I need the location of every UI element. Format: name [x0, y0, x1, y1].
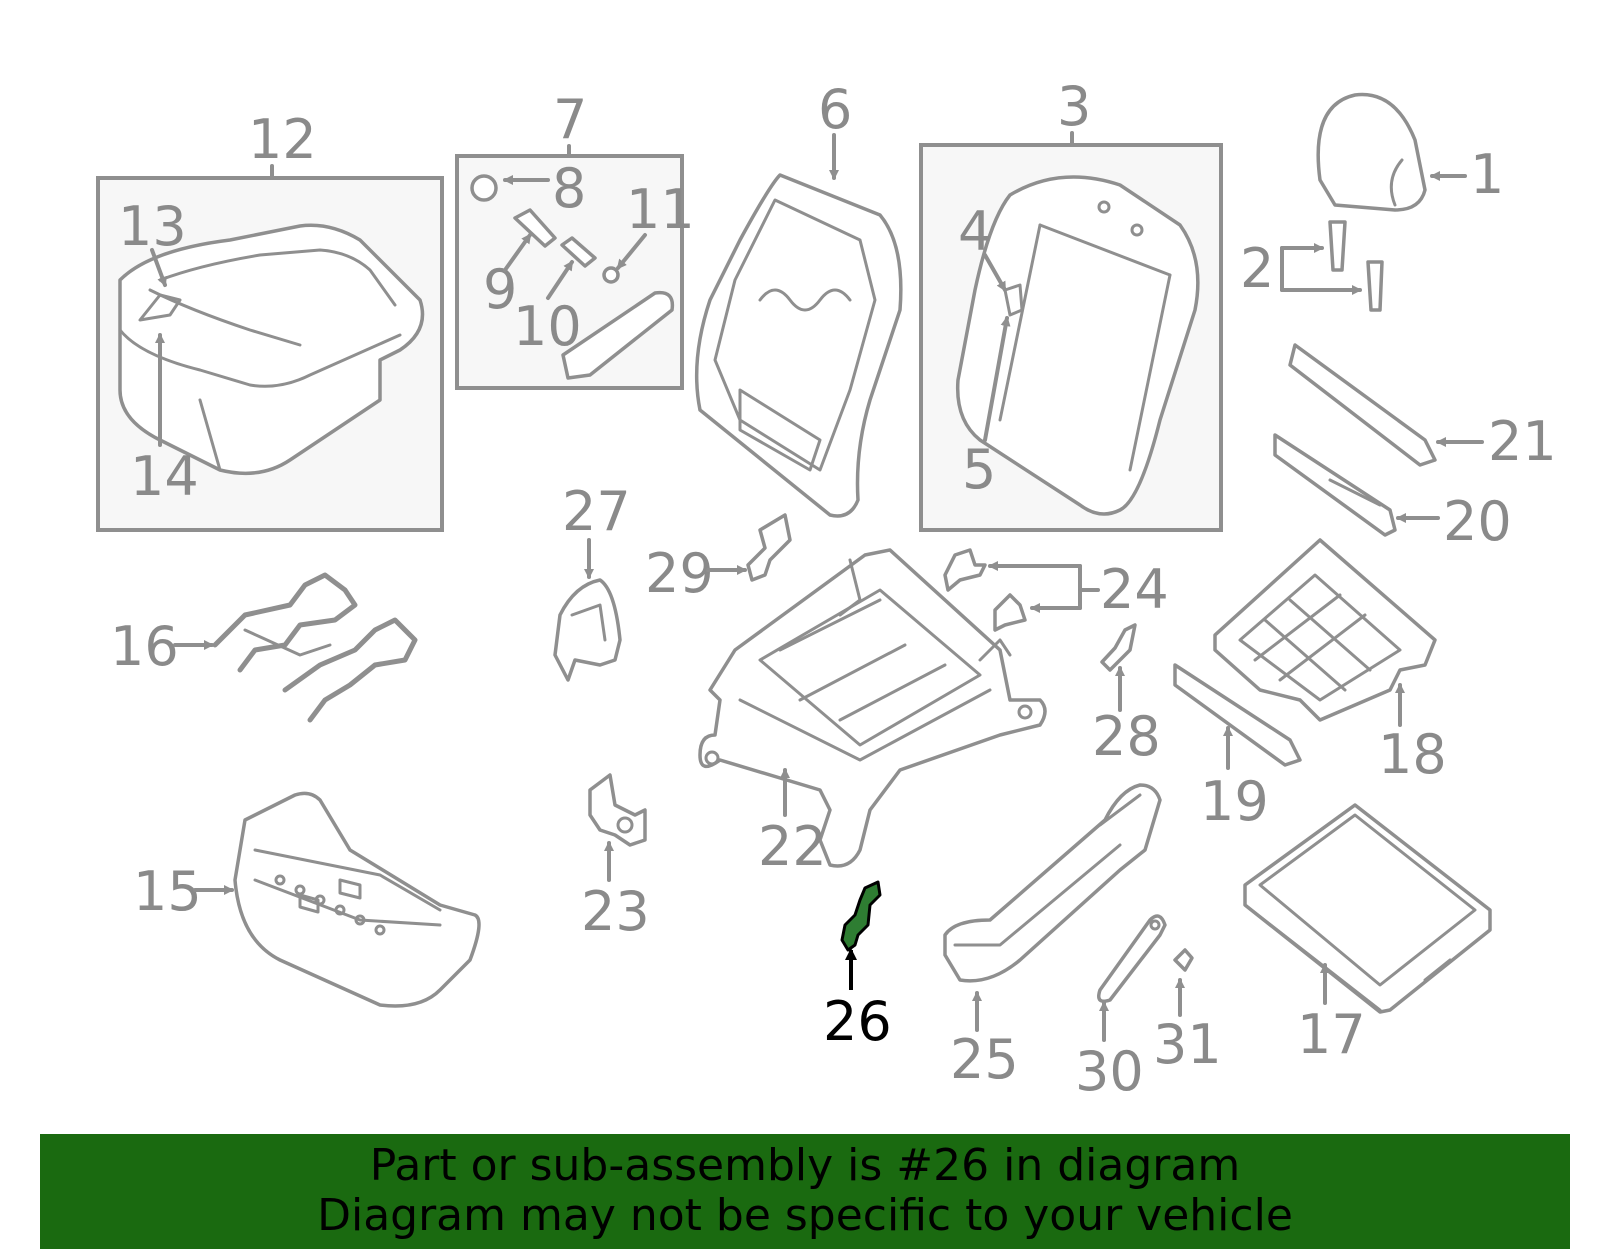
- callout-2[interactable]: 2: [1240, 237, 1274, 300]
- lever-part-30[interactable]: 30: [1075, 914, 1167, 1103]
- pin-part-10: [560, 236, 597, 268]
- seat-cushion-drawing: [118, 223, 425, 476]
- callout-30[interactable]: 30: [1075, 1040, 1144, 1103]
- callout-13[interactable]: 13: [118, 195, 187, 258]
- rail-part-20[interactable]: 20: [1273, 433, 1512, 553]
- bracket-part-29[interactable]: 29: [645, 513, 792, 605]
- bracket-part-23[interactable]: 23: [581, 773, 650, 943]
- callout-14[interactable]: 14: [130, 445, 199, 508]
- callout-12[interactable]: 12: [248, 108, 317, 171]
- spring-part-16[interactable]: 16: [110, 572, 418, 723]
- bolt-part-9: [513, 208, 557, 248]
- seat-track-part-22[interactable]: 22: [698, 548, 1047, 878]
- callout-22[interactable]: 22: [758, 815, 827, 878]
- callout-31[interactable]: 31: [1153, 1013, 1222, 1076]
- shield-part-27[interactable]: 27: [553, 480, 631, 682]
- callout-23[interactable]: 23: [581, 880, 650, 943]
- rail-part-19[interactable]: 19: [1173, 663, 1302, 833]
- callout-25[interactable]: 25: [950, 1028, 1019, 1091]
- knob-part-31[interactable]: 31: [1153, 948, 1222, 1076]
- callout-26[interactable]: 26: [823, 990, 892, 1053]
- callout-21[interactable]: 21: [1488, 410, 1557, 473]
- rail-part-21[interactable]: 21: [1288, 343, 1557, 473]
- callout-6[interactable]: 6: [818, 78, 852, 141]
- callout-15[interactable]: 15: [133, 860, 202, 923]
- callout-29[interactable]: 29: [645, 542, 714, 605]
- parts-diagram: 12 13 14 7 8 9 10 11 6: [96, 75, 1557, 1103]
- cover-part: [561, 290, 675, 380]
- cushion-assembly-box[interactable]: 12 13 14: [96, 108, 444, 532]
- callout-18[interactable]: 18: [1378, 723, 1447, 786]
- backrest-drawing: [955, 175, 1200, 516]
- callout-19[interactable]: 19: [1200, 770, 1269, 833]
- bracket-part-26-highlighted[interactable]: 26: [823, 880, 892, 1053]
- cushion-pan-part-15[interactable]: 15: [133, 791, 481, 1008]
- small-parts-box[interactable]: 7 8 9 10 11: [455, 88, 695, 390]
- side-cover-part-25[interactable]: 25: [943, 783, 1162, 1091]
- backrest-assembly-box[interactable]: 3 4 5: [919, 75, 1223, 532]
- callout-7[interactable]: 7: [553, 88, 587, 151]
- callout-28[interactable]: 28: [1092, 705, 1161, 768]
- banner-line-part-number: Part or sub-assembly is #26 in diagram: [369, 1140, 1241, 1191]
- headrest-part-1[interactable]: 1: [1316, 92, 1504, 212]
- seat-mat-part-18[interactable]: 18: [1213, 538, 1447, 786]
- headrest-guide-part-2[interactable]: 2: [1240, 220, 1384, 312]
- clip-part-8: [470, 174, 498, 202]
- callout-4[interactable]: 4: [958, 200, 992, 263]
- banner-line-disclaimer: Diagram may not be specific to your vehi…: [317, 1190, 1293, 1241]
- callout-27[interactable]: 27: [562, 480, 631, 543]
- callout-3[interactable]: 3: [1057, 75, 1091, 138]
- callout-5[interactable]: 5: [962, 438, 996, 501]
- module-part-17[interactable]: 17: [1243, 803, 1492, 1066]
- callout-24[interactable]: 24: [1100, 558, 1169, 621]
- clip-part-24[interactable]: 24: [943, 548, 1169, 632]
- callout-9[interactable]: 9: [483, 258, 517, 321]
- callout-10[interactable]: 10: [513, 295, 582, 358]
- highlighted-part-shape: [840, 880, 882, 952]
- callout-17[interactable]: 17: [1297, 1003, 1366, 1066]
- callout-11[interactable]: 11: [626, 178, 695, 241]
- info-banner: Part or sub-assembly is #26 in diagram D…: [40, 1134, 1570, 1249]
- clip-part-28[interactable]: 28: [1092, 623, 1161, 768]
- ring-part-11: [602, 266, 620, 284]
- callout-8[interactable]: 8: [552, 157, 586, 220]
- backrest-frame-part-6[interactable]: 6: [694, 78, 903, 518]
- callout-1[interactable]: 1: [1470, 143, 1504, 206]
- callout-20[interactable]: 20: [1443, 490, 1512, 553]
- callout-16[interactable]: 16: [110, 615, 179, 678]
